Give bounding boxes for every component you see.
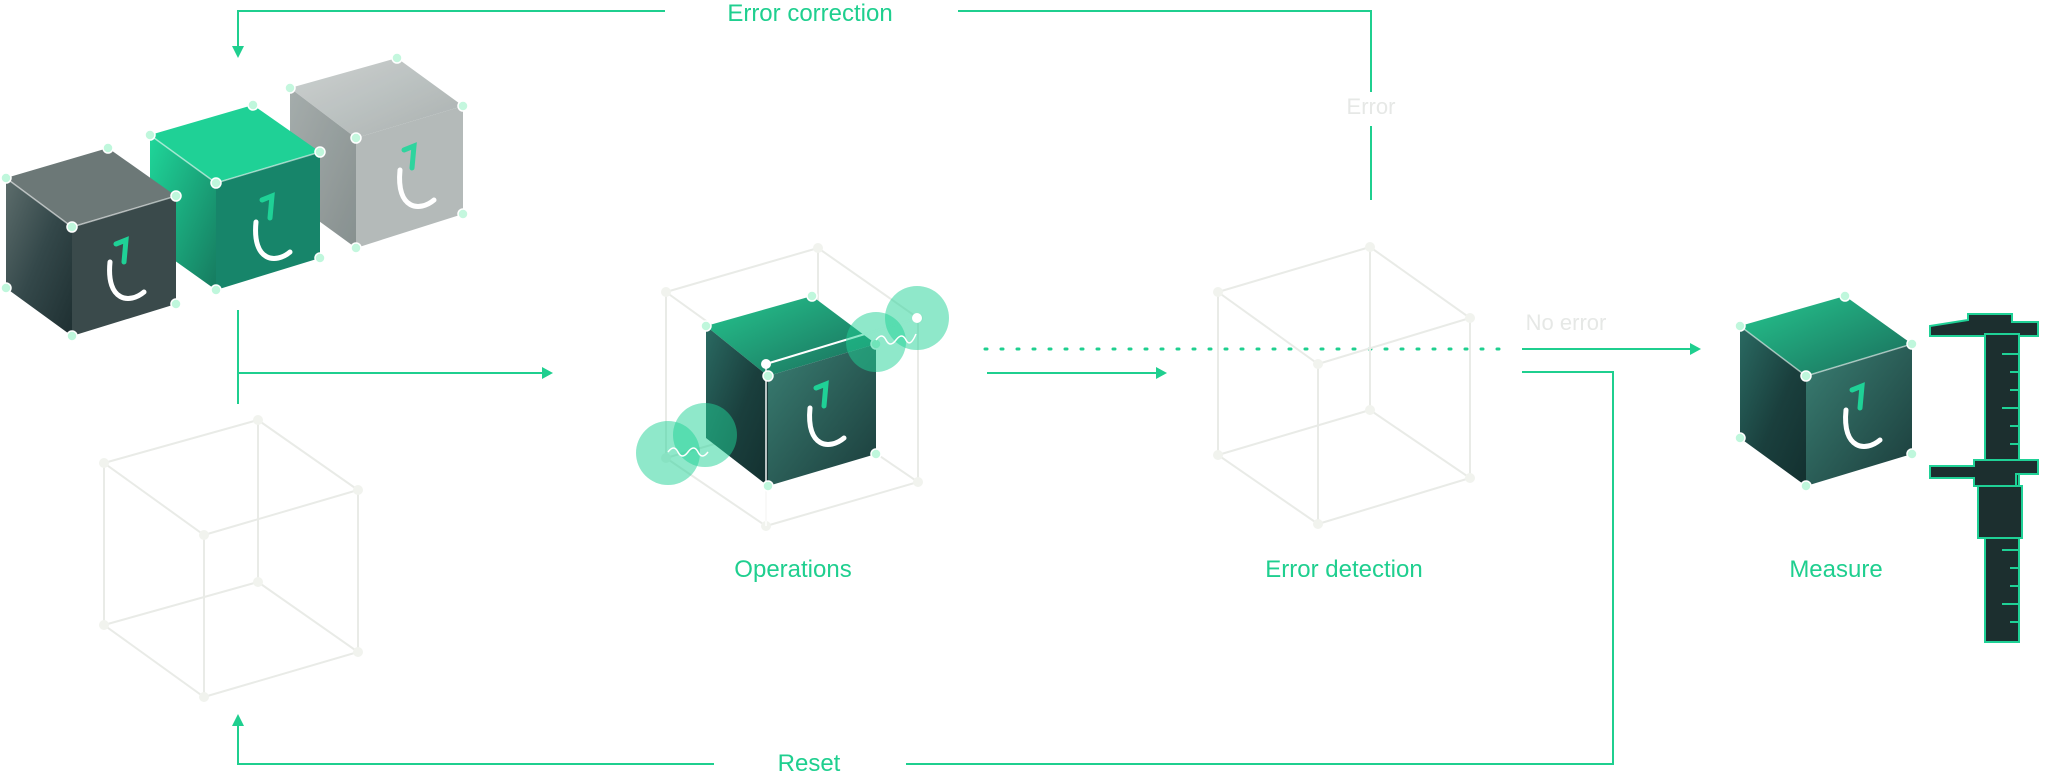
caliper-icon bbox=[1929, 313, 2039, 643]
noise-blob-icon bbox=[636, 403, 737, 485]
operations-label: Operations bbox=[734, 556, 851, 583]
error-correction-loop bbox=[232, 10, 1372, 200]
error-correction-label: Error correction bbox=[727, 0, 892, 27]
empty-cube-outline bbox=[99, 415, 363, 702]
error-detection-cube-outline bbox=[1213, 242, 1475, 529]
error-label: Error bbox=[1347, 94, 1396, 119]
qubit-cube-icon bbox=[1734, 290, 1918, 492]
no-error-arrow bbox=[1522, 343, 1701, 355]
init-arrow bbox=[237, 310, 553, 404]
qubit-cube-icon bbox=[284, 52, 469, 254]
operations-cube-group bbox=[636, 243, 949, 531]
qubit-cube-icon bbox=[0, 142, 182, 342]
no-error-label: No error bbox=[1526, 310, 1607, 335]
noise-blob-icon bbox=[846, 286, 949, 372]
reset-label: Reset bbox=[778, 750, 841, 777]
reset-loop bbox=[232, 371, 1614, 765]
measure-label: Measure bbox=[1789, 556, 1882, 583]
error-detection-label: Error detection bbox=[1265, 556, 1422, 583]
operations-to-detection-arrow bbox=[987, 367, 1167, 379]
